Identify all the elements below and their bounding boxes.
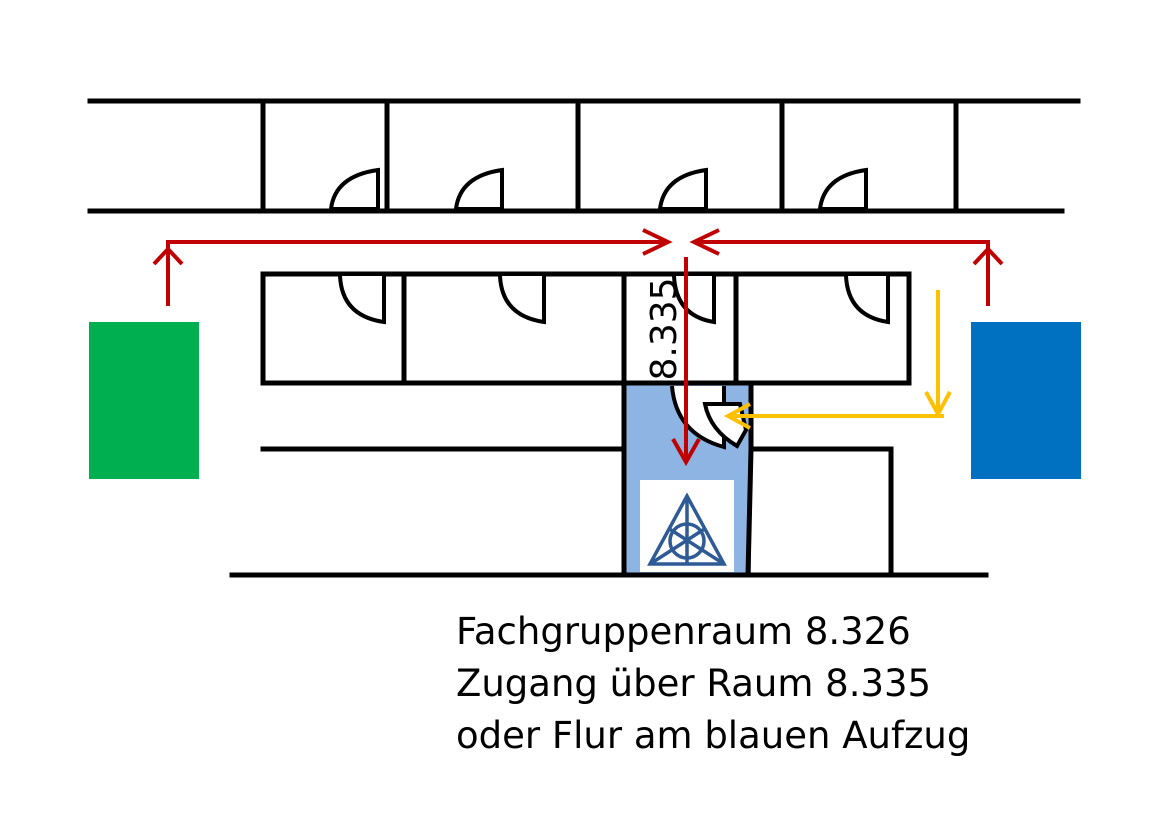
lower-walls	[229, 380, 989, 578]
blue-elevator	[971, 322, 1081, 479]
door-icon	[338, 275, 386, 325]
top-row-doors	[328, 167, 868, 211]
green-elevator	[89, 322, 199, 479]
middle-room-row	[260, 271, 912, 386]
caption: Fachgruppenraum 8.326 Zugang über Raum 8…	[456, 606, 1106, 762]
middle-row-doors	[338, 275, 890, 325]
caption-line-2: Zugang über Raum 8.335	[456, 662, 932, 705]
red-route	[152, 228, 1004, 467]
caption-line-1: Fachgruppenraum 8.326	[456, 610, 911, 653]
door-icon	[328, 167, 380, 211]
caption-line-3: oder Flur am blauen Aufzug	[456, 714, 971, 757]
door-icon	[844, 275, 890, 325]
university-triangle-logo	[640, 480, 734, 572]
door-icon	[498, 275, 546, 325]
door-icon	[657, 167, 708, 211]
door-icon	[817, 167, 868, 211]
yellow-route	[723, 290, 952, 430]
door-icon	[453, 167, 504, 211]
room-number-label: 8.335	[644, 277, 685, 380]
top-room-row	[87, 98, 1081, 214]
